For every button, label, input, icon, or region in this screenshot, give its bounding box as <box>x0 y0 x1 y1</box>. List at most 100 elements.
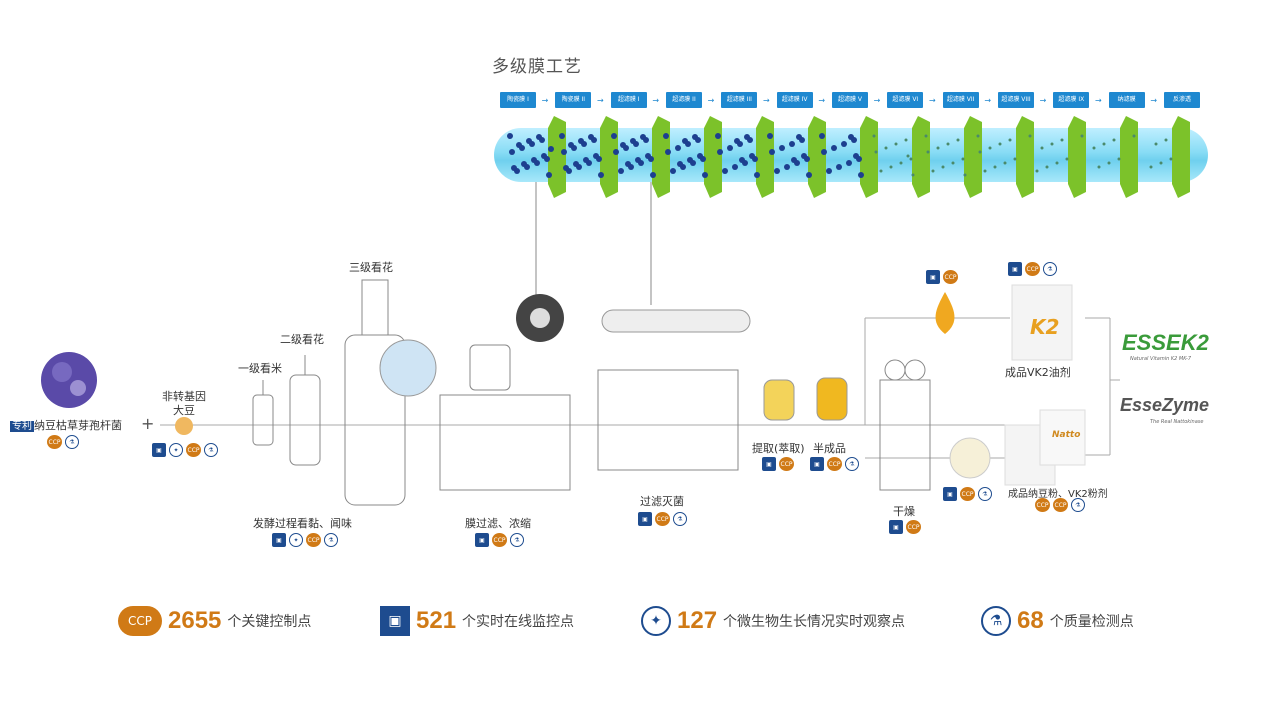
ccp-icon: CCP <box>186 443 201 457</box>
particle <box>831 145 837 151</box>
legend-camera-count: 521 <box>416 607 457 634</box>
particle <box>645 153 651 159</box>
legend-microscope: ✦ 127 个微生物生长情况实时观察点 <box>641 606 905 636</box>
particle <box>1003 161 1007 165</box>
legend-flask-count: 68 <box>1017 607 1044 634</box>
particle <box>806 172 812 178</box>
natto-box-label: Natto <box>1052 430 1081 440</box>
particle <box>909 157 913 161</box>
microscope-icon: ✦ <box>289 533 303 547</box>
particle <box>1050 142 1054 146</box>
particle <box>568 142 574 148</box>
particle <box>796 134 802 140</box>
membrane-stage: 超滤膜 IV <box>776 92 813 108</box>
esse-k2-logo: ESSEK2 <box>1122 330 1209 355</box>
particle <box>583 157 589 163</box>
membrane-stage: 超滤膜 VI <box>887 92 924 108</box>
particle <box>598 172 604 178</box>
fermentation-icons: ▣ ✦ CCP ⚗ <box>272 533 338 547</box>
particle <box>531 157 537 163</box>
diagram-title: 多级膜工艺 <box>492 57 582 77</box>
camera-icon: ▣ <box>1008 262 1022 276</box>
extract-label: 提取(萃取) <box>752 442 805 455</box>
flask-icon: ⚗ <box>204 443 218 457</box>
particle <box>509 149 515 155</box>
arrow-right-icon: → <box>597 96 604 105</box>
particle <box>874 150 878 154</box>
flask-icon: ⚗ <box>510 533 524 547</box>
oil-product-icons: ▣ CCP ⚗ <box>1008 262 1057 276</box>
flask-icon: ⚗ <box>1071 498 1085 512</box>
membrane-stage: 超滤膜 III <box>721 92 758 108</box>
particle <box>722 168 728 174</box>
particle <box>697 153 703 159</box>
camera-icon: ▣ <box>475 533 489 547</box>
particle <box>1154 142 1158 146</box>
particle <box>946 142 950 146</box>
arrow-right-icon: → <box>873 96 881 105</box>
particle <box>956 138 960 142</box>
particle <box>754 172 760 178</box>
particle <box>687 157 693 163</box>
particle <box>702 172 708 178</box>
arrow-right-icon: → <box>818 96 826 105</box>
camera-icon: ▣ <box>926 270 940 284</box>
ccp-icon: CCP <box>655 512 670 526</box>
particle <box>769 149 775 155</box>
microscope-icon: ✦ <box>641 606 671 636</box>
soybean-label: 非转基因大豆 <box>162 390 206 418</box>
particle <box>682 138 688 144</box>
particle <box>593 153 599 159</box>
legend-flask-text: 个质量检测点 <box>1049 614 1134 630</box>
particle <box>663 133 669 139</box>
ccp-icon: CCP <box>960 487 975 501</box>
ccp-icon: CCP <box>306 533 321 547</box>
particle <box>884 146 888 150</box>
membrane-tube-art <box>507 116 1190 198</box>
oil-drop-icons: ▣ CCP <box>926 270 958 284</box>
particle <box>744 134 750 140</box>
step2-label: 二级看花 <box>280 333 324 346</box>
membrane-stage: 纳滤膜 <box>1108 92 1145 108</box>
particle <box>841 141 847 147</box>
particle <box>1055 161 1059 165</box>
ccp-icon: CCP <box>118 606 162 636</box>
particle <box>1164 138 1168 142</box>
particle <box>727 145 733 151</box>
particle <box>899 161 903 165</box>
particle <box>906 154 910 158</box>
patent-tag: 专利 <box>10 421 34 432</box>
k2-box-label: K2 <box>1030 315 1060 339</box>
ccp-icon: CCP <box>1025 262 1040 276</box>
particle <box>1169 157 1173 161</box>
particle <box>872 134 876 138</box>
particle <box>516 142 522 148</box>
legend-camera: ▣ 521 个实时在线监控点 <box>380 606 574 636</box>
powder-product-icons: CCP CCP ⚗ <box>1035 498 1085 512</box>
particle <box>774 168 780 174</box>
particle <box>541 153 547 159</box>
extract-icons: ▣ CCP <box>762 457 794 471</box>
particle <box>546 172 552 178</box>
particle <box>1080 134 1084 138</box>
arrow-right-icon: → <box>984 96 992 105</box>
step1-label: 一级看米 <box>238 362 282 375</box>
particle <box>894 142 898 146</box>
particle <box>618 168 624 174</box>
particle <box>791 157 797 163</box>
particle <box>563 165 569 171</box>
legend-ccp-count: 2655 <box>168 607 222 634</box>
particle <box>1117 157 1121 161</box>
particle <box>734 138 740 144</box>
particle <box>1065 157 1069 161</box>
particle <box>635 157 641 163</box>
microscope-icon: ✦ <box>169 443 183 457</box>
soybean-icons: ▣ ✦ CCP ⚗ <box>152 443 218 457</box>
particle <box>1097 165 1101 169</box>
ccp-icon: CCP <box>827 457 842 471</box>
semi-label: 半成品 <box>813 442 846 455</box>
camera-icon: ▣ <box>380 606 410 636</box>
ccp-icon: CCP <box>1035 498 1050 512</box>
arrow-right-icon: → <box>652 96 660 105</box>
